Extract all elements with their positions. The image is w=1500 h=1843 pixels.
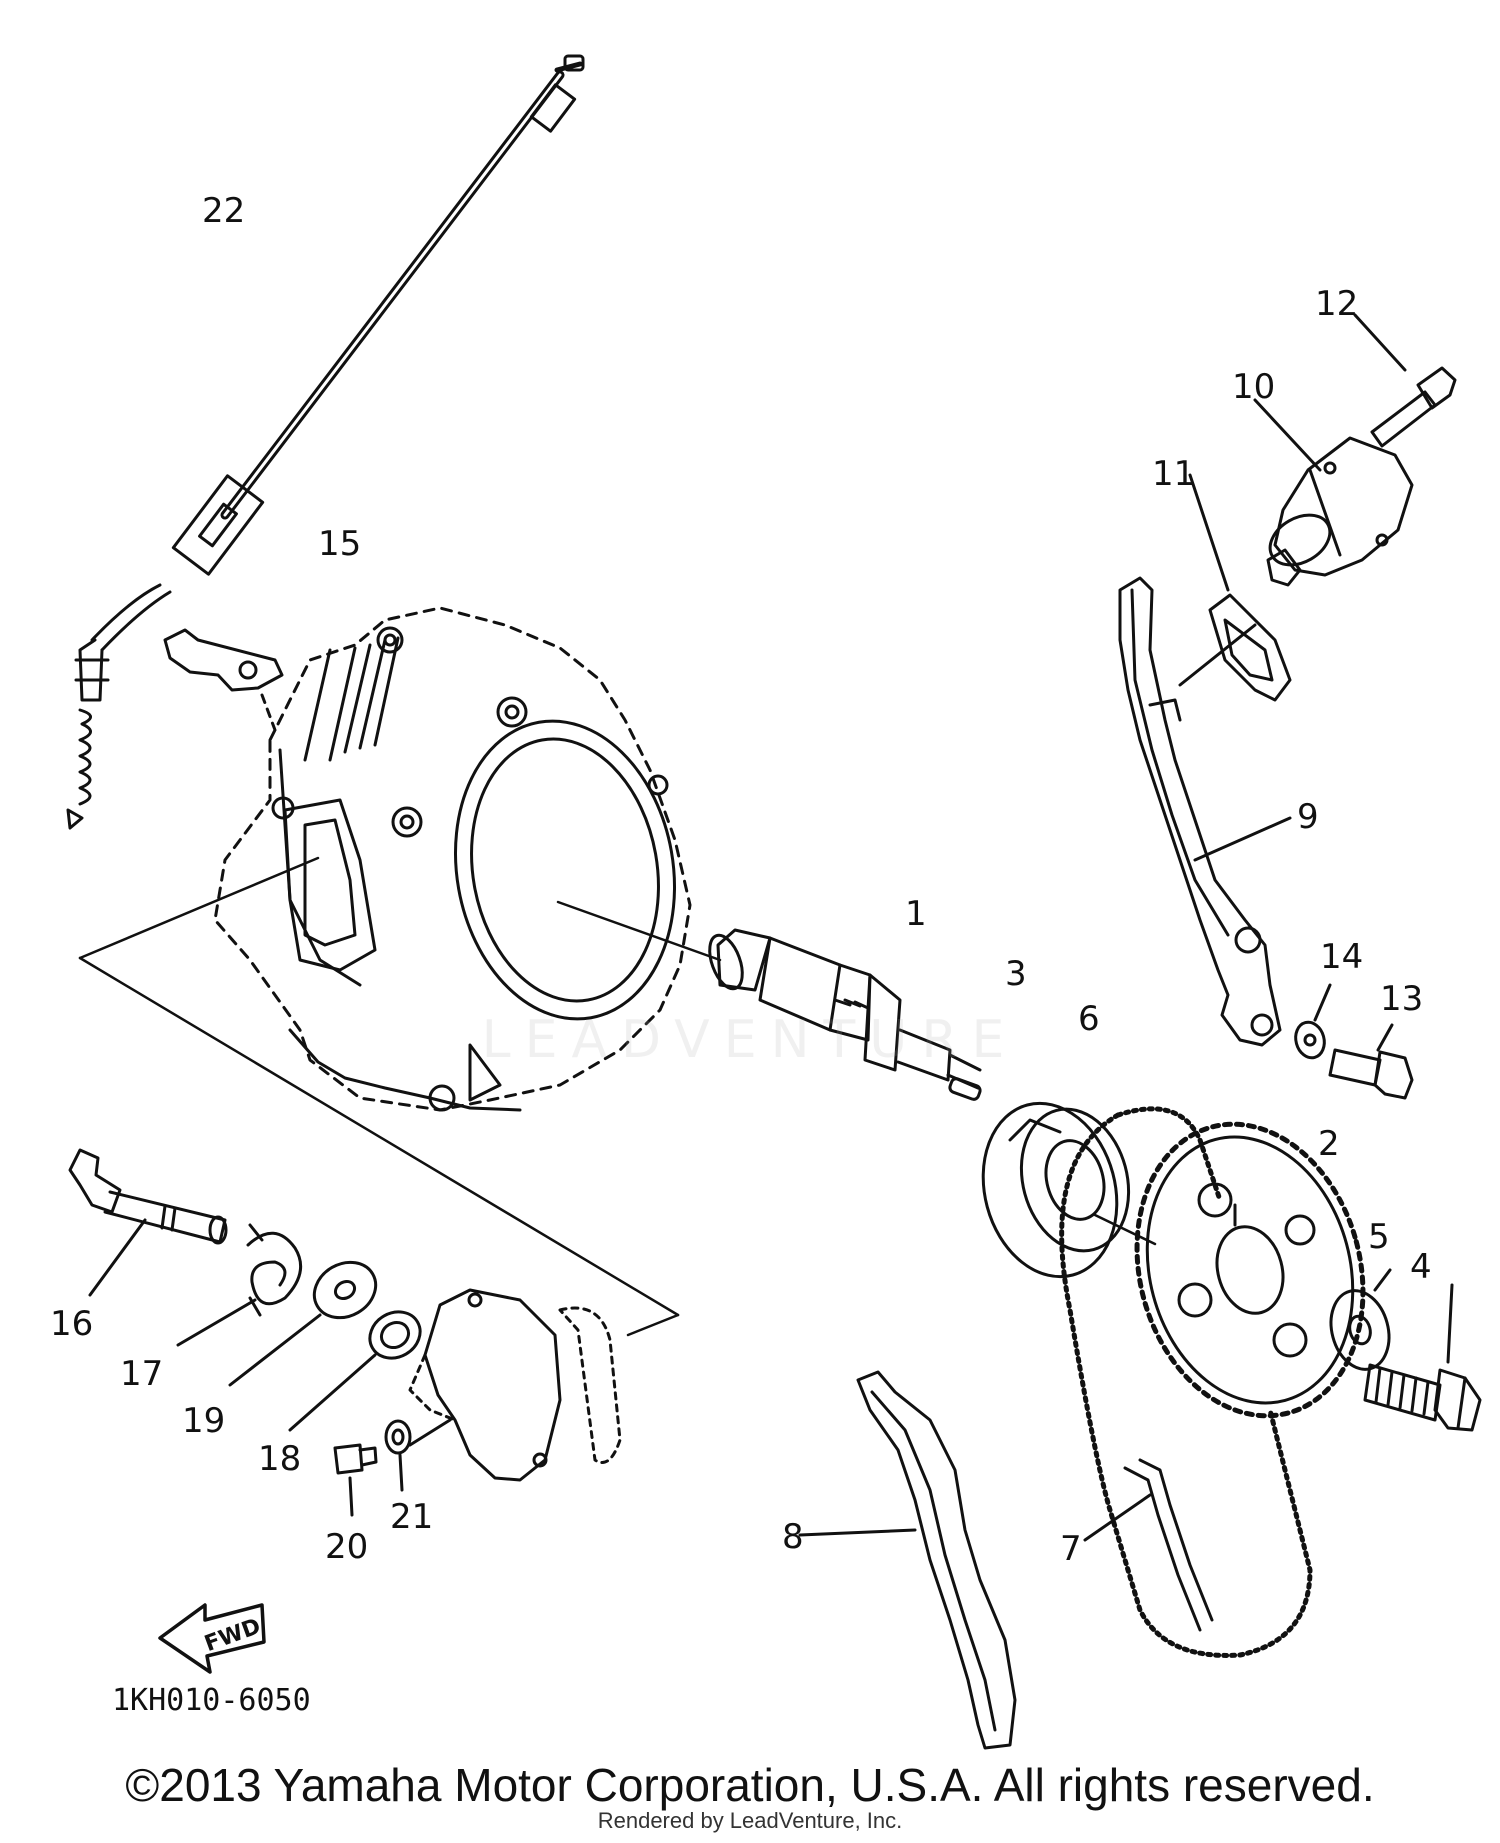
part-7-cam-chain <box>1059 1106 1313 1658</box>
part-11-gasket <box>1178 473 1292 702</box>
callout-20: 20 <box>325 1527 368 1567</box>
callout-16: 16 <box>50 1304 93 1344</box>
callout-5: 5 <box>1368 1217 1390 1257</box>
callout-19: 19 <box>182 1401 225 1441</box>
callout-11: 11 <box>1152 454 1195 494</box>
callout-4: 4 <box>1410 1247 1432 1287</box>
part-16-shaft <box>68 1148 228 1297</box>
part-14-washer <box>1294 983 1332 1060</box>
callout-12: 12 <box>1315 284 1358 324</box>
watermark: LEADVENTURE <box>481 1010 1019 1070</box>
callout-7: 7 <box>1060 1529 1082 1569</box>
callout-18: 18 <box>258 1439 301 1479</box>
callout-10: 10 <box>1232 367 1275 407</box>
callout-13: 13 <box>1380 979 1423 1019</box>
callout-3: 3 <box>1005 954 1027 994</box>
part-15-bracket <box>163 628 284 732</box>
callout-21: 21 <box>390 1497 433 1537</box>
callout-1: 1 <box>905 894 927 934</box>
drawing-code: 1KH010-6050 <box>112 1683 311 1718</box>
part-10-tensioner <box>1253 398 1414 587</box>
part-2-sprocket <box>1093 1121 1366 1419</box>
part-6-bearing <box>981 1101 1131 1279</box>
rendered-by-notice: Rendered by LeadVenture, Inc. <box>597 1808 903 1833</box>
side-cover <box>408 1288 622 1482</box>
callout-8: 8 <box>782 1517 804 1557</box>
part-9-chain-guide <box>1118 576 1292 1047</box>
callout-14: 14 <box>1320 937 1363 977</box>
callout-6: 6 <box>1078 999 1100 1039</box>
copyright-notice: ©2013 Yamaha Motor Corporation, U.S.A. A… <box>125 1759 1375 1811</box>
callout-22: 22 <box>202 191 245 231</box>
callout-15: 15 <box>318 524 361 564</box>
fwd-arrow-icon <box>158 1603 266 1674</box>
part-17-spring <box>176 1223 303 1347</box>
part-20-plug <box>333 1443 378 1517</box>
callout-9: 9 <box>1297 797 1319 837</box>
part-19-washer <box>228 1260 378 1387</box>
part-3-pin <box>948 1077 982 1101</box>
part-13-bolt <box>1328 1023 1414 1100</box>
part-4-bolt <box>1363 1283 1482 1432</box>
part-8-chain-guide <box>798 1370 1017 1750</box>
part-18-oil-seal <box>288 1310 422 1432</box>
part-21-o-ring <box>384 1419 412 1492</box>
cylinder-head <box>213 606 692 1112</box>
reference-lines <box>78 856 722 1337</box>
callout-2: 2 <box>1318 1124 1340 1164</box>
callout-17: 17 <box>120 1354 163 1394</box>
part-22-cable <box>66 54 585 830</box>
part-12-bolt <box>1353 313 1457 448</box>
